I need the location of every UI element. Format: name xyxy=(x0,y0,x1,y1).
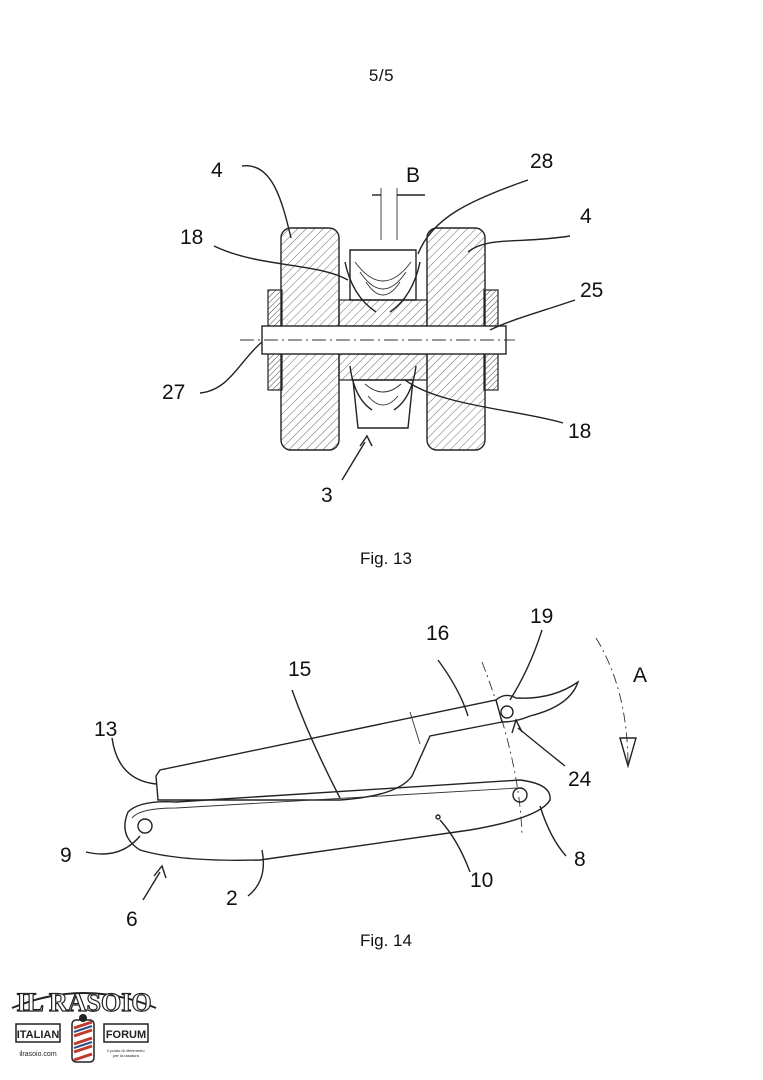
fig13-drawing xyxy=(199,165,576,481)
logo-tagline: il punto di riferimento xyxy=(107,1048,145,1053)
fig13-label-3: 3 xyxy=(321,484,333,507)
fig14-label-10: 10 xyxy=(470,869,493,892)
fig13-label-25: 25 xyxy=(580,279,603,302)
fig14-label-A: A xyxy=(633,664,647,687)
fig14-label-2: 2 xyxy=(226,887,238,910)
page-number: 5/5 xyxy=(368,66,395,85)
fig13-label-18-upper: 18 xyxy=(180,226,203,249)
logo-right-word: FORUM xyxy=(106,1029,146,1041)
fig13-label-18-lower: 18 xyxy=(568,420,591,443)
fig14-label-9: 9 xyxy=(60,844,72,867)
fig14-drawing xyxy=(85,629,637,901)
il-rasoio-logo: IL RASOIO ITALIAN FORUM ilrasoio.com il … xyxy=(11,987,157,1063)
fig13-label-28: 28 xyxy=(530,150,553,173)
fig14-label-16: 16 xyxy=(426,622,449,645)
fig13-caption: Fig. 13 xyxy=(360,549,412,568)
fig13-label-4-right: 4 xyxy=(580,205,592,228)
logo-title: IL RASOIO xyxy=(16,988,151,1017)
fig14-label-6: 6 xyxy=(126,908,138,931)
logo-left-word: ITALIAN xyxy=(17,1029,60,1041)
fig14-label-15: 15 xyxy=(288,658,311,681)
fig13-label-27: 27 xyxy=(162,381,185,404)
fig14-caption: Fig. 14 xyxy=(360,931,412,950)
fig13-label-B: B xyxy=(406,164,420,187)
fig14-label-13: 13 xyxy=(94,718,117,741)
fig13-label-4-left: 4 xyxy=(211,159,223,182)
svg-text:per la rasatura: per la rasatura xyxy=(113,1053,140,1058)
hub-top xyxy=(338,299,428,327)
fig14-label-8: 8 xyxy=(574,848,586,871)
fig14-label-24: 24 xyxy=(568,768,592,791)
fig14-label-19: 19 xyxy=(530,605,553,628)
logo-url: ilrasoio.com xyxy=(19,1051,57,1058)
